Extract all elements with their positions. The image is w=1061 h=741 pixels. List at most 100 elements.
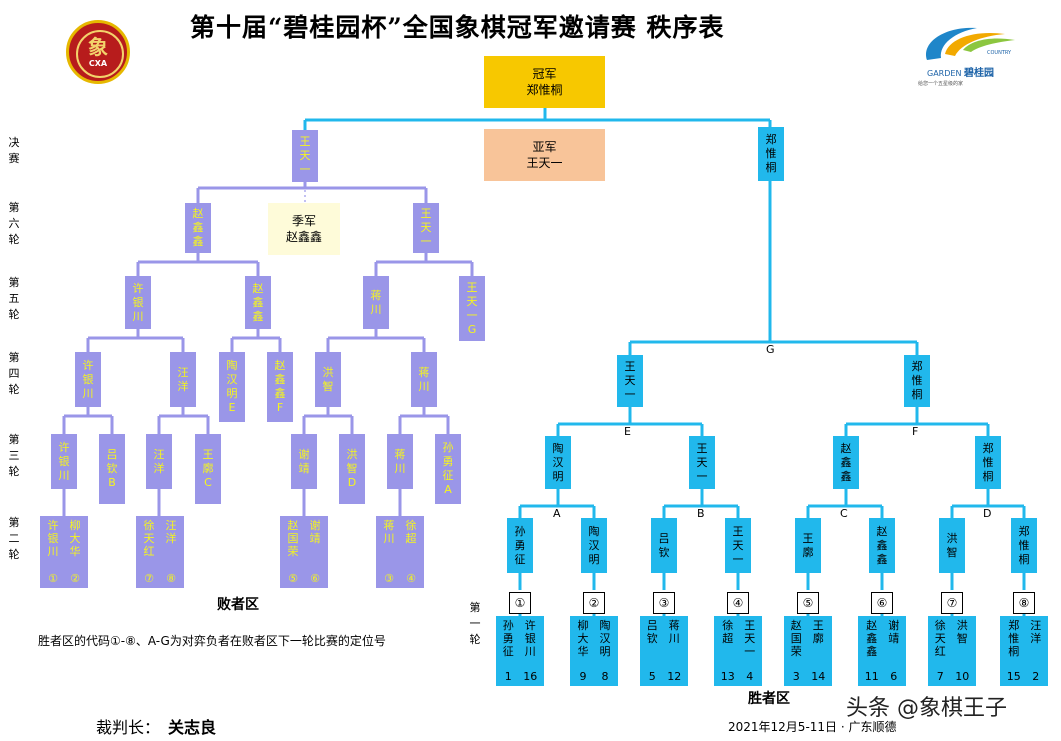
- node-char: 陶: [588, 524, 600, 538]
- third-name: 赵鑫鑫: [285, 230, 322, 244]
- winner-r2-node: 王天一: [725, 518, 751, 573]
- seed-number: 5: [648, 670, 656, 683]
- referee-label: 裁判长：: [96, 718, 161, 737]
- seed-number: ①: [48, 572, 58, 585]
- node-char: 洋: [177, 379, 189, 393]
- winner-r2-node: 洪智: [939, 518, 965, 573]
- runner-up-box: 亚军 王天一: [484, 129, 605, 181]
- round-label-final: 决赛: [7, 135, 21, 167]
- node-char: 郑: [1018, 524, 1030, 538]
- node-char: 天: [420, 221, 432, 234]
- seed-number: 7: [936, 670, 944, 683]
- round-label-text: 第六轮: [8, 201, 20, 246]
- node-char: 陶: [226, 359, 238, 372]
- node-char: 蒋: [370, 288, 382, 302]
- seed-number: ⑦: [144, 572, 154, 585]
- player-char: 蒋: [383, 519, 395, 532]
- player-char: 谢: [309, 519, 321, 532]
- seed-number: 2: [1032, 670, 1040, 683]
- seed-number: 9: [579, 670, 587, 683]
- group-letter: E: [624, 425, 631, 438]
- country-garden-logo: COUNTRY GARDEN 碧桂园 给您一个五星级的家: [915, 20, 1025, 92]
- group-letter: F: [912, 425, 919, 438]
- player-char: 谢: [888, 619, 900, 632]
- group-letter: A: [553, 507, 561, 520]
- node-char: 靖: [298, 461, 310, 475]
- node-char: 鑫: [876, 552, 888, 566]
- player-char: 鑫: [866, 645, 878, 658]
- player-char: 川: [668, 632, 680, 645]
- node-char: 许: [132, 281, 144, 295]
- node-char: 钦: [106, 462, 118, 475]
- runner-up-name: 王天一: [526, 156, 563, 170]
- group-letter: G: [766, 343, 775, 356]
- node-char: 智: [346, 462, 358, 475]
- node-char: F: [276, 401, 284, 414]
- node-char: 明: [588, 552, 600, 566]
- loser-r4-node: 汪洋: [170, 352, 196, 407]
- node-char: 天: [299, 149, 311, 162]
- node-char: 一: [466, 308, 478, 322]
- round-label-text: 第五轮: [8, 276, 20, 321]
- seed-number: 4: [746, 670, 754, 683]
- winner-r4-node: 王天一: [617, 355, 643, 407]
- seed-number: 12: [667, 670, 682, 683]
- seed-number: 6: [890, 670, 898, 683]
- loser-r6-node: 王天一: [413, 203, 439, 253]
- player-char: 蒋: [668, 619, 680, 632]
- node-char: 赵: [274, 359, 286, 372]
- seed-number: ⑧: [166, 572, 176, 585]
- node-char: 桐: [911, 388, 923, 401]
- champion-label: 冠军: [532, 67, 557, 81]
- seed-number: 8: [601, 670, 609, 683]
- first-round-slot: ②: [583, 592, 605, 614]
- first-round-slot: ⑥: [871, 592, 893, 614]
- player-char: 洪: [956, 619, 968, 632]
- player-char: 大: [577, 632, 589, 645]
- node-char: G: [467, 322, 477, 336]
- loser-r5-node: 许银川: [125, 276, 151, 329]
- winner-r2-node: 郑惟桐: [1011, 518, 1037, 573]
- winner-r2-node: 赵鑫鑫: [869, 518, 895, 573]
- node-char: 桐: [765, 161, 777, 174]
- player-char: 惟: [1008, 632, 1020, 645]
- player-char: 川: [47, 545, 59, 558]
- node-char: 洋: [153, 461, 165, 475]
- node-char: B: [108, 476, 116, 489]
- node-char: 鑫: [840, 455, 852, 469]
- node-char: 王: [299, 135, 311, 148]
- round-label-r6: 第六轮: [7, 200, 21, 248]
- node-char: 鑫: [192, 221, 204, 234]
- node-char: 汉: [588, 538, 600, 552]
- node-char: 鑫: [876, 538, 888, 552]
- node-char: 郑: [982, 441, 994, 455]
- seed-number: ④: [406, 572, 416, 585]
- winner-final-node: 郑惟桐: [758, 127, 784, 181]
- player-char: 徐: [722, 619, 734, 632]
- seed-number: 10: [955, 670, 970, 683]
- player-char: 汪: [165, 519, 177, 532]
- node-char: 一: [420, 235, 432, 248]
- group-letter: C: [840, 507, 848, 520]
- node-char: 智: [322, 379, 334, 393]
- node-char: 汪: [153, 447, 165, 461]
- country-garden-swoosh-icon: COUNTRY: [926, 27, 1015, 60]
- node-char: D: [347, 476, 357, 489]
- player-char: 华: [577, 645, 589, 658]
- player-char: 汪: [1030, 619, 1042, 632]
- node-char: C: [204, 476, 212, 489]
- node-char: 廓: [202, 462, 214, 475]
- winner-r3-node: 王天一: [689, 436, 715, 489]
- node-char: 钦: [658, 545, 670, 559]
- node-char: 一: [299, 163, 311, 176]
